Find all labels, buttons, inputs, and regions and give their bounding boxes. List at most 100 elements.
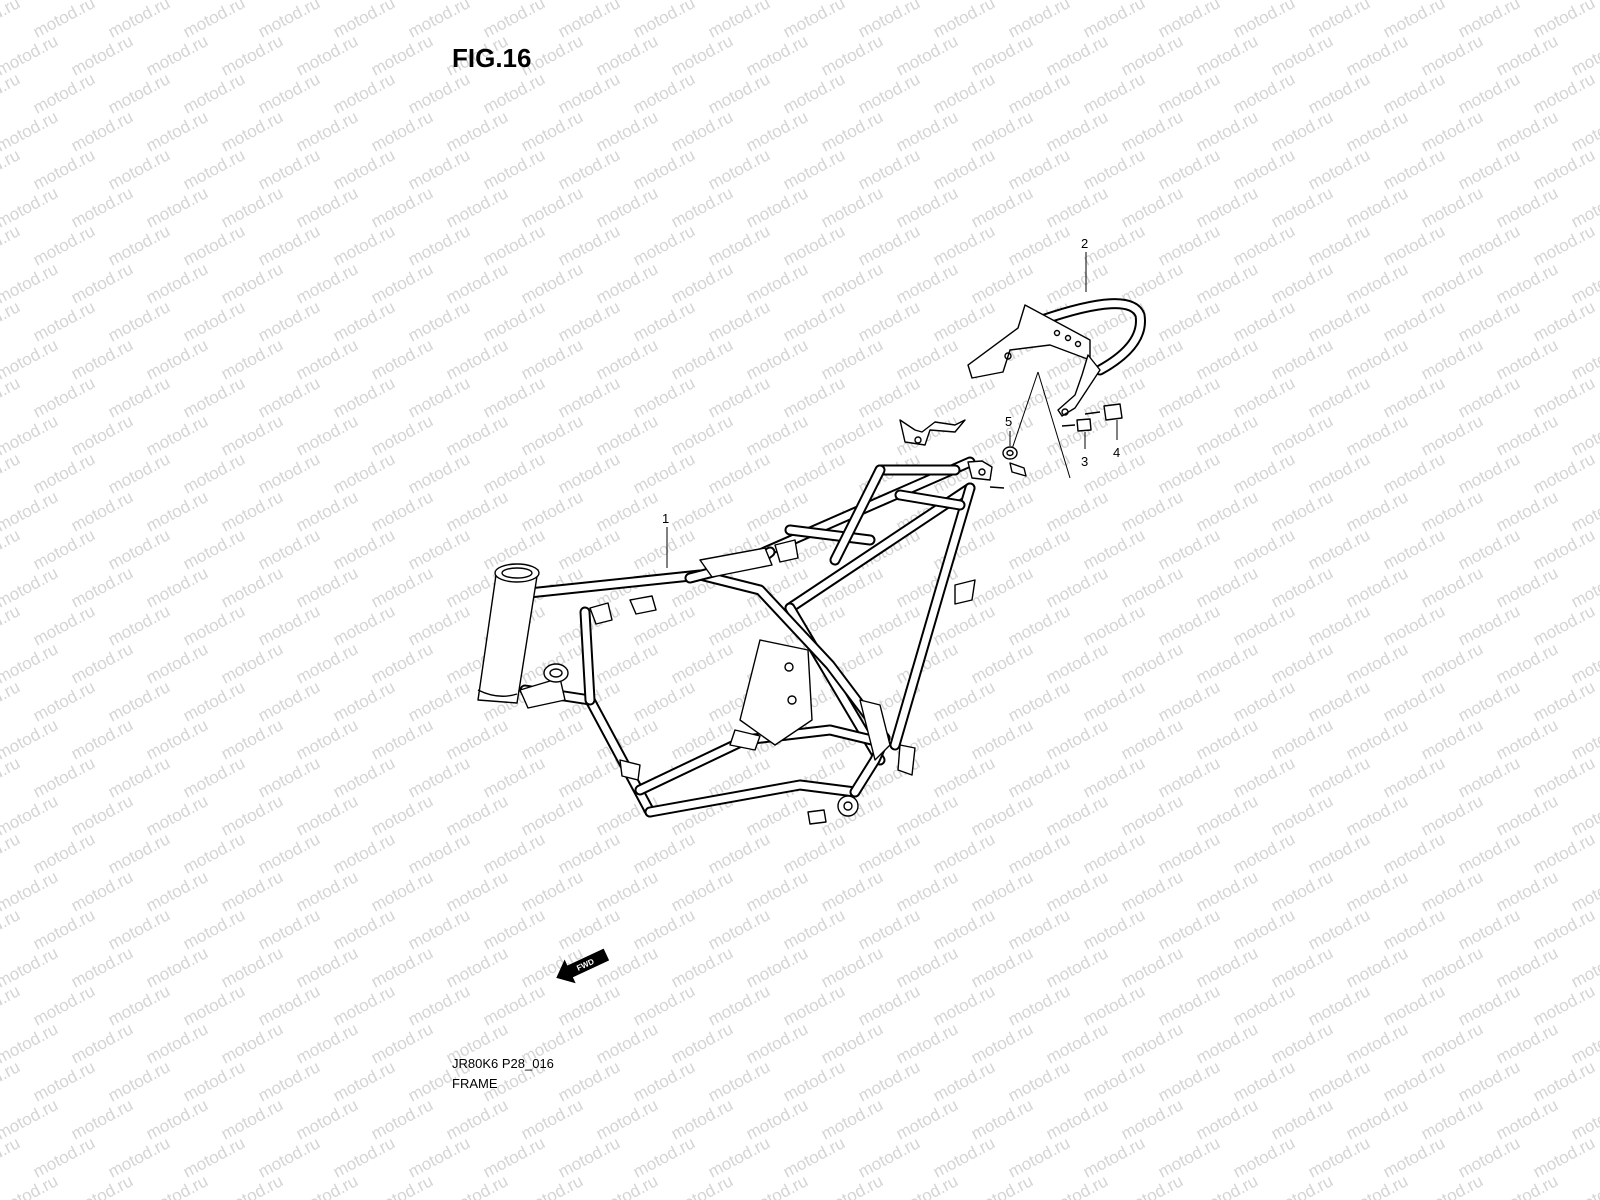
watermark-text: motod.ru <box>1305 297 1373 345</box>
watermark-text: motod.ru <box>1493 1171 1561 1200</box>
watermark-text: motod.ru <box>968 943 1036 991</box>
watermark-text: motod.ru <box>0 753 23 801</box>
watermark-text: motod.ru <box>293 31 361 79</box>
watermark-text: motod.ru <box>1193 639 1261 687</box>
watermark-text: motod.ru <box>480 297 548 345</box>
watermark-text: motod.ru <box>68 31 136 79</box>
watermark-text: motod.ru <box>593 259 661 307</box>
watermark-text: motod.ru <box>1455 905 1523 953</box>
watermark-text: motod.ru <box>330 449 398 497</box>
watermark-text: motod.ru <box>105 981 173 1029</box>
watermark-text: motod.ru <box>1493 335 1561 383</box>
watermark-text: motod.ru <box>143 183 211 231</box>
nut-5-drawing <box>1002 446 1018 460</box>
watermark-text: motod.ru <box>1080 829 1148 877</box>
watermark-text: motod.ru <box>1005 981 1073 1029</box>
figure-code: JR80K6 P28_016 <box>452 1056 554 1071</box>
watermark-text: motod.ru <box>1305 221 1373 269</box>
watermark-text: motod.ru <box>1230 297 1298 345</box>
watermark-text: motod.ru <box>518 791 586 839</box>
watermark-text: motod.ru <box>518 259 586 307</box>
watermark-text: motod.ru <box>0 1057 23 1105</box>
watermark-text: motod.ru <box>743 1019 811 1067</box>
watermark-text: motod.ru <box>855 69 923 117</box>
watermark-text: motod.ru <box>1230 221 1298 269</box>
callout-4: 4 <box>1113 445 1120 460</box>
watermark-text: motod.ru <box>855 1133 923 1181</box>
watermark-text: motod.ru <box>930 145 998 193</box>
watermark-text: motod.ru <box>105 753 173 801</box>
watermark-text: motod.ru <box>968 31 1036 79</box>
watermark-text: motod.ru <box>1343 1019 1411 1067</box>
watermark-text: motod.ru <box>330 753 398 801</box>
watermark-text: motod.ru <box>218 639 286 687</box>
watermark-text: motod.ru <box>743 183 811 231</box>
watermark-text: motod.ru <box>1493 107 1561 155</box>
watermark-text: motod.ru <box>1380 981 1448 1029</box>
watermark-text: motod.ru <box>180 753 248 801</box>
watermark-text: motod.ru <box>1230 829 1298 877</box>
watermark-text: motod.ru <box>405 297 473 345</box>
watermark-text: motod.ru <box>1305 373 1373 421</box>
watermark-text: motod.ru <box>1380 829 1448 877</box>
watermark-text: motod.ru <box>893 259 961 307</box>
watermark-text: motod.ru <box>180 449 248 497</box>
watermark-text: motod.ru <box>1268 335 1336 383</box>
watermark-text: motod.ru <box>330 297 398 345</box>
watermark-text: motod.ru <box>855 221 923 269</box>
watermark-text: motod.ru <box>1230 905 1298 953</box>
watermark-text: motod.ru <box>630 1133 698 1181</box>
watermark-text: motod.ru <box>1418 411 1486 459</box>
watermark-text: motod.ru <box>443 183 511 231</box>
watermark-text: motod.ru <box>743 335 811 383</box>
watermark-text: motod.ru <box>518 867 586 915</box>
watermark-text: motod.ru <box>555 145 623 193</box>
watermark-text: motod.ru <box>668 639 736 687</box>
watermark-text: motod.ru <box>1268 259 1336 307</box>
watermark-text: motod.ru <box>30 297 98 345</box>
figure-title: FIG.16 <box>452 43 531 73</box>
watermark-text: motod.ru <box>1305 525 1373 573</box>
watermark-text: motod.ru <box>518 1171 586 1200</box>
watermark-text: motod.ru <box>68 639 136 687</box>
watermark-text: motod.ru <box>368 335 436 383</box>
watermark-text: motod.ru <box>330 0 398 42</box>
watermark-text: motod.ru <box>1343 639 1411 687</box>
watermark-text: motod.ru <box>443 715 511 763</box>
watermark-text: motod.ru <box>1305 1057 1373 1105</box>
watermark-text: motod.ru <box>1268 1171 1336 1200</box>
watermark-text: motod.ru <box>1268 791 1336 839</box>
watermark-text: motod.ru <box>0 981 23 1029</box>
watermark-text: motod.ru <box>68 411 136 459</box>
watermark-text: motod.ru <box>1155 677 1223 725</box>
watermark-text: motod.ru <box>780 829 848 877</box>
watermark-text: motod.ru <box>1268 639 1336 687</box>
watermark-text: motod.ru <box>1230 753 1298 801</box>
watermark-text: motod.ru <box>893 1019 961 1067</box>
watermark-text: motod.ru <box>1193 183 1261 231</box>
watermark-text: motod.ru <box>480 1133 548 1181</box>
watermark-text: motod.ru <box>1380 449 1448 497</box>
watermark-text: motod.ru <box>1455 1057 1523 1105</box>
watermark-text: motod.ru <box>518 715 586 763</box>
watermark-text: motod.ru <box>30 0 98 42</box>
watermark-text: motod.ru <box>1005 905 1073 953</box>
watermark-text: motod.ru <box>518 335 586 383</box>
watermark-text: motod.ru <box>1380 677 1448 725</box>
watermark-text: motod.ru <box>1418 335 1486 383</box>
watermark-text: motod.ru <box>930 1133 998 1181</box>
watermark-text: motod.ru <box>1418 1095 1486 1143</box>
watermark-text: motod.ru <box>930 677 998 725</box>
watermark-text: motod.ru <box>1455 69 1523 117</box>
watermark-text: motod.ru <box>1230 601 1298 649</box>
watermark-text: motod.ru <box>1193 1095 1261 1143</box>
watermark-text: motod.ru <box>1080 525 1148 573</box>
watermark-text: motod.ru <box>1493 943 1561 991</box>
figure-name: FRAME <box>452 1076 498 1091</box>
watermark-text: motod.ru <box>630 449 698 497</box>
watermark-text: motod.ru <box>668 31 736 79</box>
watermark-text: motod.ru <box>818 107 886 155</box>
watermark-text: motod.ru <box>668 867 736 915</box>
watermark-text: motod.ru <box>1193 1171 1261 1200</box>
watermark-text: motod.ru <box>855 297 923 345</box>
